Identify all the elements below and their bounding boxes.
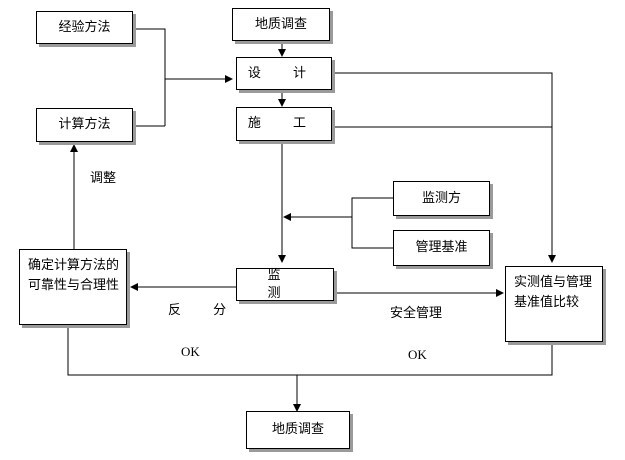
geological-survey-top-text: 地质调查 [254,16,307,32]
reliability-check-box: 确定计算方法的可靠性与合理性 [19,249,127,325]
geological-survey-top-box: 地质调查 [232,8,330,41]
adjust-label: 调整 [90,171,117,186]
monitoring-box: 监 测 [236,268,334,301]
comparison-box: 实测值与管理基准值比较 [505,266,603,342]
experience-method-box: 经验方法 [36,11,133,44]
construction-text: 施 工 [247,116,321,131]
calculation-method-text: 计算方法 [58,117,111,132]
monitoring-method-box: 监测方 [393,181,490,216]
geological-survey-bottom-box: 地质调查 [246,411,350,449]
management-baseline-text: 管理基准 [415,240,468,255]
calculation-method-box: 计算方法 [36,108,133,142]
monitoring-method-text: 监测方 [421,190,461,206]
management-baseline-box: 管理基准 [393,230,490,266]
ok-left-label: OK [181,344,200,359]
design-text: 设 计 [247,65,321,81]
design-box: 设 计 [236,57,332,90]
edge-monitoring-method-bracket [351,197,393,249]
construction-box: 施 工 [236,107,332,141]
edge-experience-to-merge [133,28,166,126]
safety-management-label: 安全管理 [390,306,443,321]
reliability-check-text: 确定计算方法的可靠性与合理性 [28,258,120,293]
edge-reliability-ok [67,325,553,376]
experience-method-text: 经验方法 [58,19,111,35]
edge-design-to-comparison [332,72,556,263]
ok-right-label: OK [408,347,427,362]
geological-survey-bottom-text: 地质调查 [271,422,324,437]
feedback-label: 反 分 [168,303,241,318]
monitoring-text: 监 测 [267,267,303,301]
comparison-text: 实测值与管理基准值比较 [514,275,593,310]
